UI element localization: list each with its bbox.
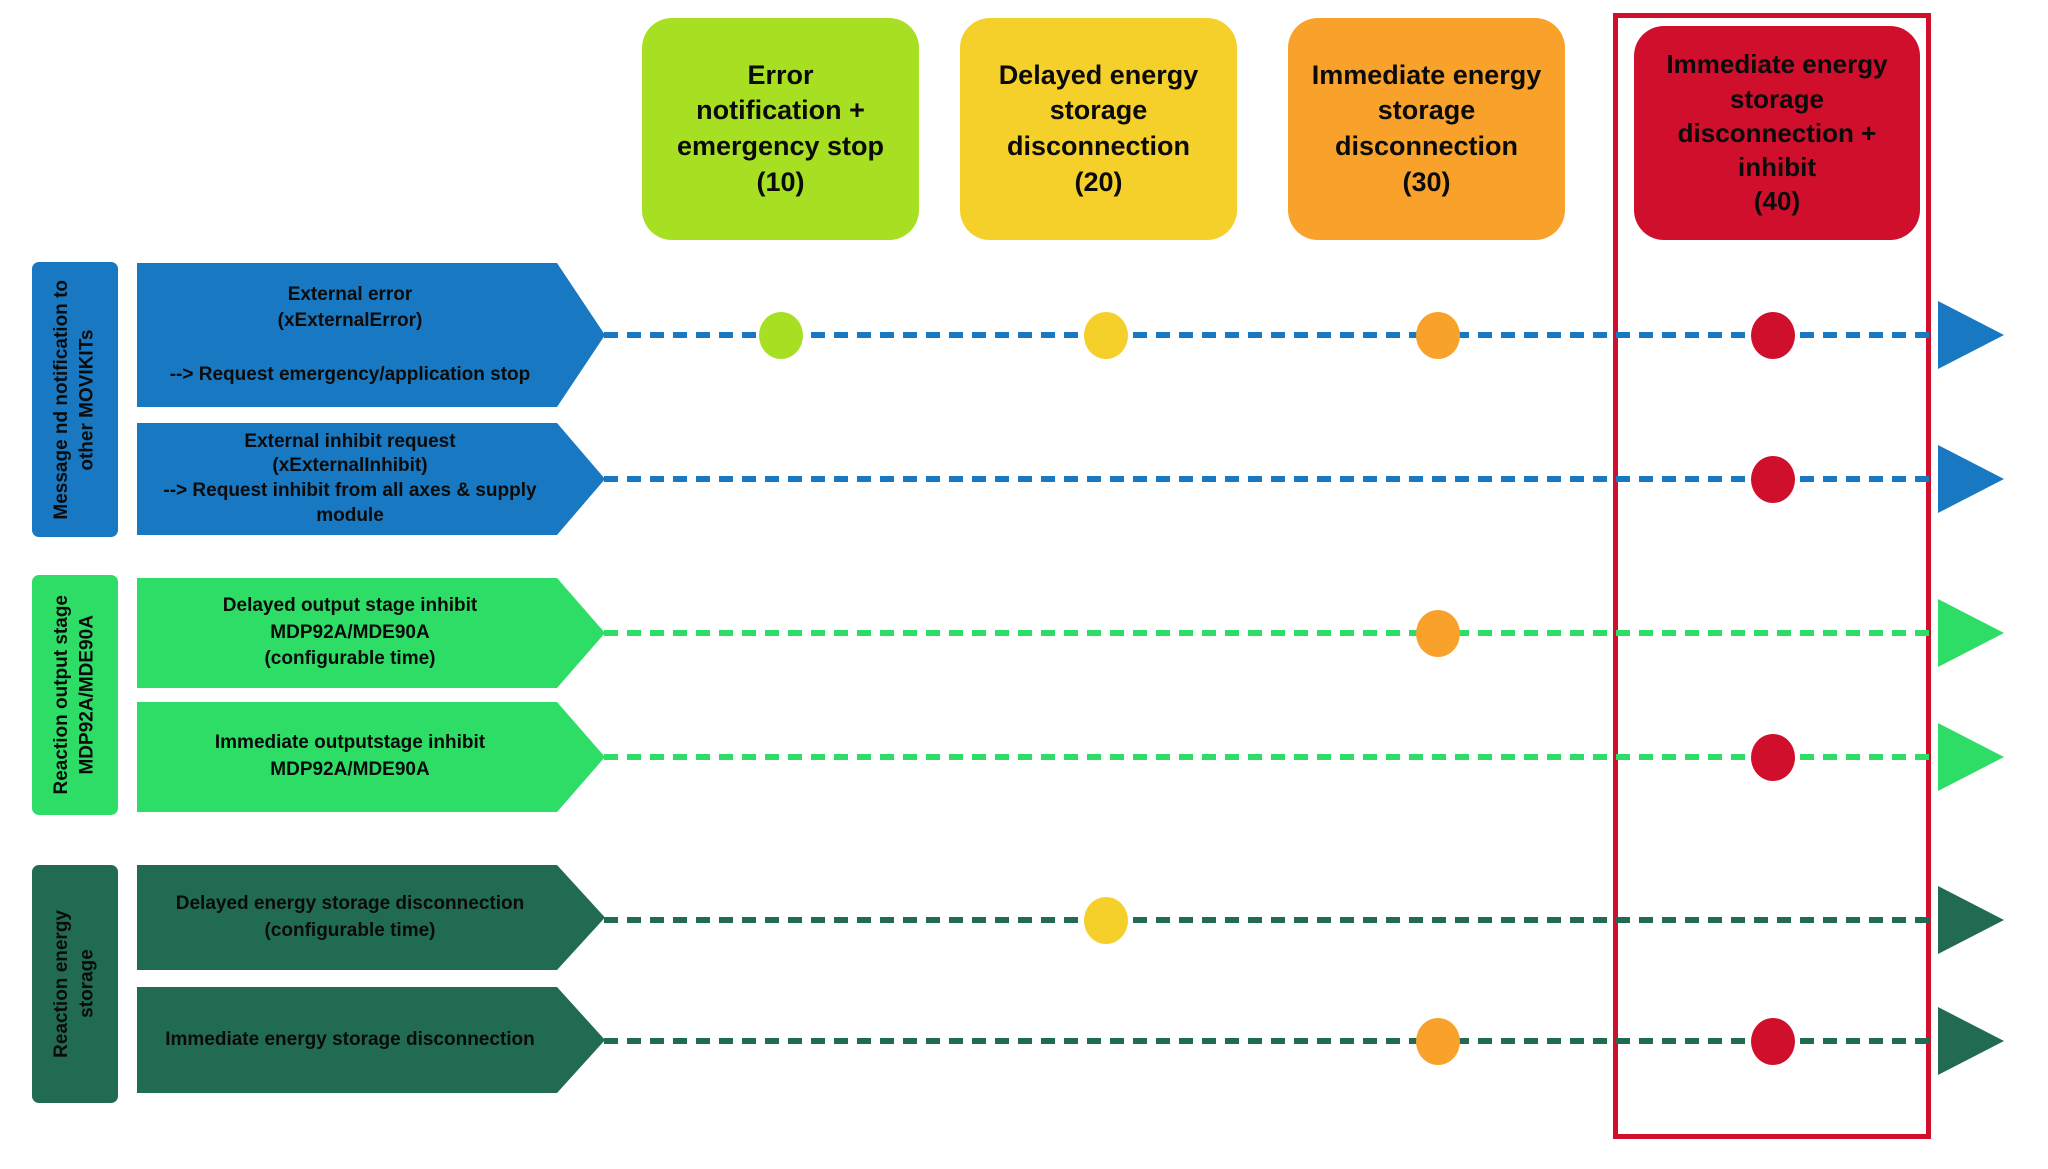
row-arrow-external-error: External error (xExternalError) --> Requ… bbox=[137, 263, 605, 407]
row-arrow-immediate-outputstage-inhibit: Immediate outputstage inhibit MDP92A/MDE… bbox=[137, 702, 605, 812]
arrowhead-row-5 bbox=[1938, 886, 2004, 954]
side-label-reaction-energy-storage: Reaction energy storage bbox=[32, 865, 118, 1103]
row-label: External inhibit request (xExternalInhib… bbox=[163, 430, 537, 526]
side-label-text: Reaction energy storage bbox=[51, 910, 98, 1058]
dot-row2-severity-40 bbox=[1751, 456, 1795, 503]
row-label: Delayed output stage inhibit MDP92A/MDE9… bbox=[222, 595, 478, 670]
highlight-frame-severity-40 bbox=[1613, 13, 1931, 1139]
arrowhead-row-4 bbox=[1938, 723, 2004, 791]
column-header-severity-30: Immediate energy storage disconnection (… bbox=[1288, 18, 1565, 240]
dot-row1-severity-40 bbox=[1751, 312, 1795, 359]
row-arrow-delayed-energy-storage-disconnection: Delayed energy storage disconnection (co… bbox=[137, 865, 605, 970]
dot-row4-severity-40 bbox=[1751, 734, 1795, 781]
dot-row1-severity-30 bbox=[1416, 312, 1460, 359]
row-label: Immediate energy storage disconnection bbox=[165, 1028, 535, 1050]
row-label: External error (xExternalError) --> Requ… bbox=[169, 283, 531, 385]
dot-row5-severity-20 bbox=[1084, 897, 1128, 944]
row-arrow-immediate-energy-storage-disconnection: Immediate energy storage disconnection bbox=[137, 987, 605, 1093]
column-header-severity-40: Immediate energy storage disconnection +… bbox=[1634, 26, 1920, 240]
column-header-severity-10: Error notification + emergency stop (10) bbox=[642, 18, 919, 240]
row-label: Delayed energy storage disconnection (co… bbox=[175, 892, 525, 941]
dot-row6-severity-40 bbox=[1751, 1018, 1795, 1065]
arrowhead-row-3 bbox=[1938, 599, 2004, 667]
dot-row6-severity-30 bbox=[1416, 1018, 1460, 1065]
timeline-row-4 bbox=[604, 754, 1940, 760]
timeline-row-5 bbox=[604, 917, 1940, 923]
side-label-reaction-output-stage: Reaction output stage MDP92A/MDE90A bbox=[32, 575, 118, 815]
side-label-text: Message nd notification to other MOVIKIT… bbox=[51, 279, 98, 520]
side-label-text: Reaction output stage MDP92A/MDE90A bbox=[51, 595, 98, 795]
row-arrow-delayed-output-stage-inhibit: Delayed output stage inhibit MDP92A/MDE9… bbox=[137, 578, 605, 688]
dot-row1-severity-10 bbox=[759, 312, 803, 359]
timeline-row-3 bbox=[604, 630, 1940, 636]
row-arrow-external-inhibit-request: External inhibit request (xExternalInhib… bbox=[137, 423, 605, 535]
row-label: Immediate outputstage inhibit MDP92A/MDE… bbox=[214, 732, 486, 780]
timeline-row-6 bbox=[604, 1038, 1940, 1044]
dot-row3-severity-30 bbox=[1416, 610, 1460, 657]
arrowhead-row-2 bbox=[1938, 445, 2004, 513]
side-label-message-notification: Message nd notification to other MOVIKIT… bbox=[32, 262, 118, 537]
timeline-row-1 bbox=[604, 332, 1940, 338]
column-header-severity-20: Delayed energy storage disconnection (20… bbox=[960, 18, 1237, 240]
dot-row1-severity-20 bbox=[1084, 312, 1128, 359]
arrowhead-row-6 bbox=[1938, 1007, 2004, 1075]
arrowhead-row-1 bbox=[1938, 301, 2004, 369]
timeline-row-2 bbox=[604, 476, 1940, 482]
